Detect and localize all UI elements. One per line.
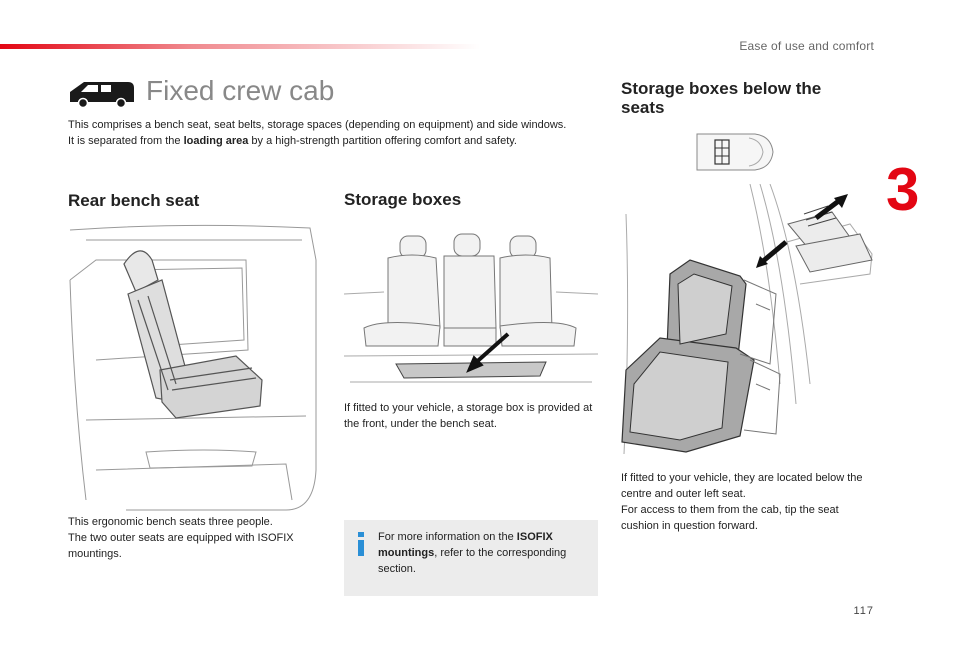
info-text: For more information on the ISOFIX mount…	[378, 531, 567, 575]
header-accent-bar	[0, 44, 480, 49]
page-title: Fixed crew cab	[146, 75, 335, 106]
vehicle-top-view	[696, 133, 774, 171]
info-icon	[358, 532, 364, 556]
below-seats-text: If fitted to your vehicle, they are loca…	[621, 472, 863, 532]
below-seats-heading: Storage boxes below the seats	[621, 79, 822, 117]
rear-bench-text: This ergonomic bench seats three people.…	[68, 516, 294, 560]
page-number: 117	[853, 605, 874, 617]
rear-bench-heading: Rear bench seat	[68, 191, 200, 210]
intro-line-2: It is separated from the loading area by…	[68, 135, 517, 147]
storage-box-illustration	[344, 233, 598, 383]
under-seat-storage-illustration	[621, 184, 873, 455]
intro-line-1: This comprises a bench seat, seat belts,…	[68, 119, 567, 131]
storage-boxes-heading: Storage boxes	[344, 190, 462, 209]
storage-boxes-text: If fitted to your vehicle, a storage box…	[344, 402, 593, 430]
section-label: Ease of use and comfort	[739, 39, 874, 53]
arrow-icon	[466, 355, 484, 373]
van-icon	[70, 82, 134, 108]
info-note: For more information on the ISOFIX mount…	[344, 520, 598, 596]
rear-bench-illustration	[69, 224, 317, 511]
chapter-number: 3	[886, 156, 920, 223]
intro-paragraph: This comprises a bench seat, seat belts,…	[68, 117, 578, 149]
